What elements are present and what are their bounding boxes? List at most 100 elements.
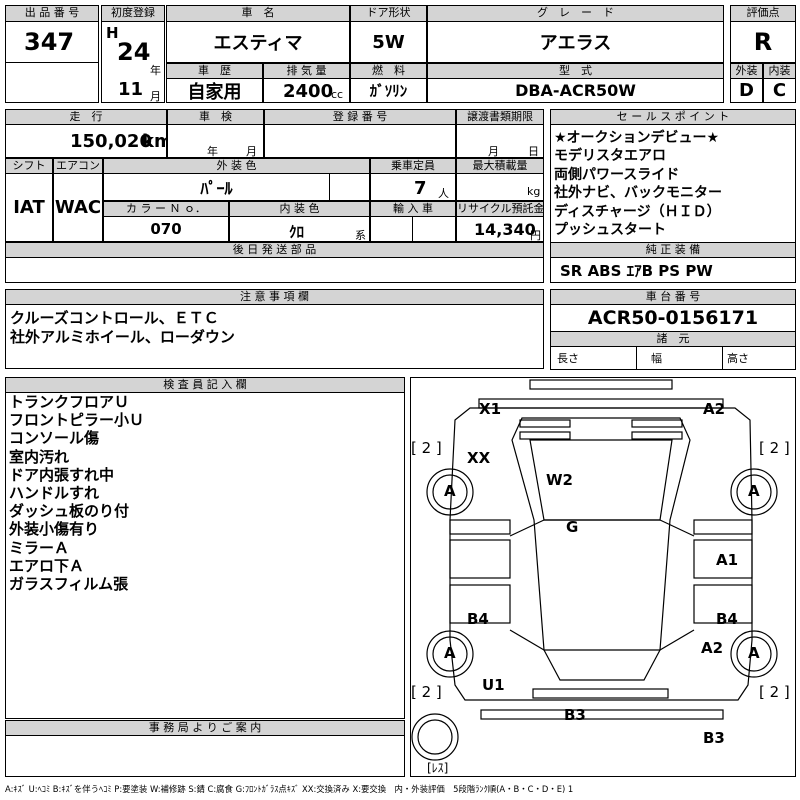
ext-color-extra xyxy=(329,173,370,201)
inspection-month-unit: 月 xyxy=(246,145,257,158)
mileage: 150,020 xyxy=(70,131,152,152)
mark-tire-rr: A xyxy=(748,644,760,662)
note-line: 社外アルミホイール、ローダウン xyxy=(10,328,235,346)
mark-b4-left: B4 xyxy=(467,610,489,628)
length-label: 長さ xyxy=(557,352,579,365)
height-label: 高さ xyxy=(727,352,749,365)
lot-no-label: 出 品 番 号 xyxy=(5,5,99,22)
dims-label: 諸 元 xyxy=(550,331,796,347)
width-box: 幅 xyxy=(636,346,723,370)
note-line: クルーズコントロール、ＥＴＣ xyxy=(10,309,219,327)
notes-label: 注 意 事 項 欄 xyxy=(5,289,544,305)
mark-xx: XX xyxy=(467,449,491,467)
mileage-unit: km xyxy=(142,131,173,152)
import-box-2 xyxy=(412,216,456,242)
mark-b4-right: B4 xyxy=(716,610,738,628)
sales-point: ディスチャージ（ＨＩＤ） xyxy=(554,203,721,220)
car-diagram xyxy=(411,379,778,761)
sales-points-list: ★オークションデビュー★ モデリスタエアロ 両側パワースライド 社外ナビ、バック… xyxy=(554,129,722,239)
car-name: エスティマ xyxy=(166,21,350,63)
displacement-label: 排 気 量 xyxy=(263,63,350,79)
shift-label: シフト xyxy=(5,158,53,174)
inspector-line: トランクフロアＵ xyxy=(9,393,130,411)
inspector-line: ドア内張すれ中 xyxy=(9,465,115,484)
reg-month: 11 xyxy=(118,79,144,100)
import-box-1 xyxy=(370,216,413,242)
interior-grade: C xyxy=(763,78,796,103)
model-label: 型 式 xyxy=(427,63,724,79)
recycle-unit: 円 xyxy=(530,229,541,242)
chassis-number: ACR50-0156171 xyxy=(550,304,796,332)
inspector-line: 外装小傷有り xyxy=(9,520,100,539)
history: 自家用 xyxy=(166,78,263,103)
transfer-month-unit: 月 xyxy=(488,145,499,158)
office-box xyxy=(5,735,405,777)
displacement: 2400 xyxy=(283,81,334,102)
displacement-box xyxy=(263,78,350,103)
inspection-label: 車 検 xyxy=(167,109,264,125)
import-label: 輸 入 車 xyxy=(370,201,456,217)
length-box: 長さ xyxy=(550,346,637,370)
spare-label: [ﾚｽ] xyxy=(427,761,449,775)
legend: A:ｷｽﾞ U:ﾍｺﾐ B:ｷｽﾞを伴うﾍｺﾐ P:要塗装 W:補修跡 S:錆 … xyxy=(5,784,574,794)
recycle-label: リサイクル預託金 xyxy=(456,201,544,217)
height-box: 高さ xyxy=(722,346,796,370)
year-unit: 年 xyxy=(150,64,161,77)
max-load-box xyxy=(456,173,544,201)
later-parts-box xyxy=(5,257,544,283)
reg-year: 24 xyxy=(117,38,151,66)
office-label: 事 務 局 よ り ご 案 内 xyxy=(5,720,405,736)
first-reg-box xyxy=(101,21,165,103)
mark-u1: U1 xyxy=(482,676,505,694)
capacity: 7 xyxy=(414,178,427,199)
transfer-day-unit: 日 xyxy=(528,145,539,158)
color-no-label: カ ラ ー Ｎ ｏ． xyxy=(103,201,229,217)
exterior-label: 外装 xyxy=(730,63,763,79)
max-load-label: 最大積載量 xyxy=(456,158,544,174)
car-diagram-frame xyxy=(410,377,796,777)
reg-no-box xyxy=(264,124,456,158)
mark-a2-top: A2 xyxy=(703,400,726,418)
mark-b3-center: B3 xyxy=(564,706,586,724)
exterior-grade: D xyxy=(730,78,763,103)
first-reg-label: 初度登録 xyxy=(101,5,165,22)
max-load-unit: kg xyxy=(527,185,541,198)
ac: WAC xyxy=(53,173,103,242)
capacity-unit: 人 xyxy=(438,187,449,200)
bracket-top-left: [ 2 ] xyxy=(411,439,442,457)
int-color-unit: 系 xyxy=(355,229,366,242)
mark-b3-right: B3 xyxy=(703,729,725,747)
int-color: ｸﾛ xyxy=(289,223,305,241)
mark-x1: X1 xyxy=(479,400,502,418)
inspection-box xyxy=(167,124,264,158)
interior-label: 内装 xyxy=(763,63,796,79)
era: H xyxy=(106,24,119,42)
mark-a2-right: A2 xyxy=(701,639,724,657)
sales-point: モデリスタエアロ xyxy=(554,148,666,165)
mark-a1: A1 xyxy=(716,551,739,569)
reg-no-label: 登 録 番 号 xyxy=(264,109,456,125)
inspector-line: コンソール傷 xyxy=(9,429,100,448)
bracket-bottom-left: [ 2 ] xyxy=(411,683,442,701)
mark-tire-fr: A xyxy=(748,482,760,500)
recycle-fee: 14,340 xyxy=(474,220,536,239)
sales-point: 両側パワースライド xyxy=(554,166,680,183)
int-color-box xyxy=(229,216,370,242)
displacement-unit: cc xyxy=(331,88,344,101)
equipment: SR ABS ｴｱB PS PW xyxy=(550,257,796,283)
inspection-year-unit: 年 xyxy=(207,145,218,158)
chassis-label: 車 台 番 号 xyxy=(550,289,796,305)
inspector-line: エアロ下Ａ xyxy=(9,556,85,575)
door-label: ドア形状 xyxy=(350,5,427,22)
ext-color-label: 外 装 色 xyxy=(103,158,370,174)
ac-label: エアコン xyxy=(53,158,103,174)
mileage-box xyxy=(5,124,167,158)
sales-point: ★オークションデビュー★ xyxy=(554,130,720,146)
mark-tire-fl: A xyxy=(444,482,456,500)
history-label: 車 歴 xyxy=(166,63,263,79)
capacity-label: 乗車定員 xyxy=(370,158,456,174)
inspector-line: ハンドルすれ xyxy=(9,484,100,503)
capacity-box xyxy=(370,173,456,201)
mileage-label: 走 行 xyxy=(5,109,167,125)
ext-color: ﾊﾟｰﾙ xyxy=(103,173,330,201)
